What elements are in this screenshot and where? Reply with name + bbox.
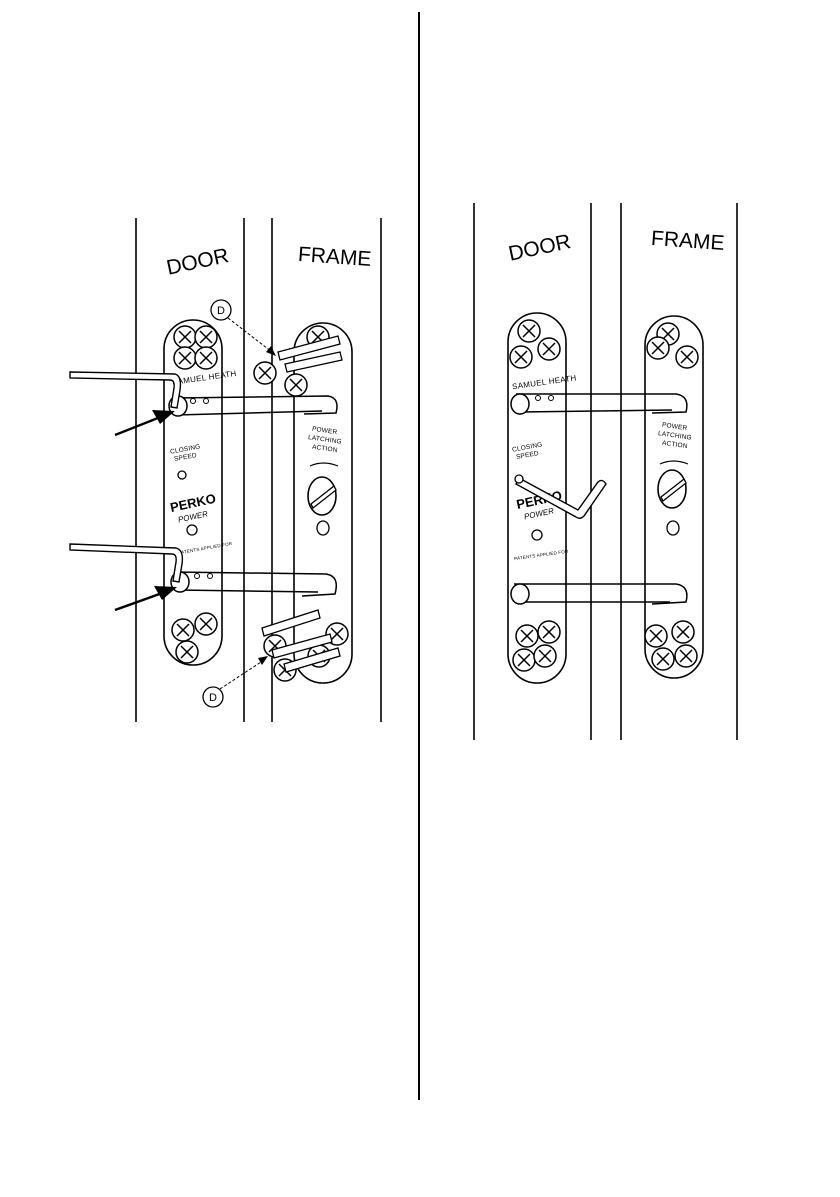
callout-leader-head xyxy=(258,656,268,665)
callout-leader xyxy=(228,318,272,352)
callout-d-label: D xyxy=(209,692,217,704)
door-label: DOOR xyxy=(164,244,230,280)
callout-leader-head xyxy=(266,346,276,356)
frame-label: FRAME xyxy=(297,243,372,271)
plate-hole xyxy=(532,530,542,540)
speed-adjust-hole xyxy=(178,471,186,479)
callout-leader xyxy=(220,660,264,689)
plate-hole xyxy=(317,521,329,535)
right-figure: DOOR FRAME SAMUEL HEATH CLOSING SPEED PE… xyxy=(474,203,737,740)
pointer-arrow xyxy=(115,416,163,435)
left-figure: DOOR FRAME SAMUEL HEATH CLOSING SPEED PE… xyxy=(70,218,381,722)
speed-adjust-hole xyxy=(515,475,523,483)
pointer-arrow xyxy=(115,592,165,610)
plate-hole xyxy=(187,525,197,535)
callout-d-label: D xyxy=(217,305,225,317)
frame-label: FRAME xyxy=(650,227,725,255)
plate-hole xyxy=(667,521,679,535)
door-label: DOOR xyxy=(506,230,572,266)
